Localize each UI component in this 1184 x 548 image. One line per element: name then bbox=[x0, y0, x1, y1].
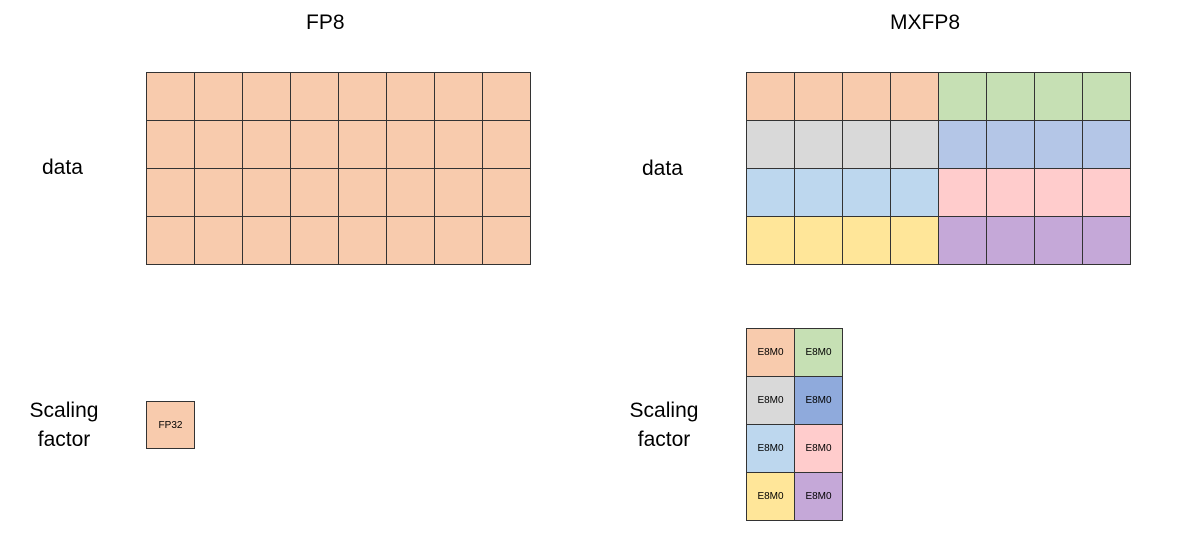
fp8-title: FP8 bbox=[306, 11, 345, 34]
mxfp8-scale-cell: E8M0 bbox=[795, 425, 842, 472]
mxfp8-data-cell bbox=[795, 169, 842, 216]
fp8-data-cell bbox=[195, 169, 242, 216]
mxfp8-scale-cell: E8M0 bbox=[795, 473, 842, 520]
mxfp8-data-cell bbox=[939, 121, 986, 168]
mxfp8-data-cell bbox=[987, 73, 1034, 120]
mxfp8-data-cell bbox=[891, 217, 938, 264]
fp8-data-cell bbox=[483, 217, 530, 264]
mxfp8-data-label: data bbox=[642, 157, 683, 180]
mxfp8-scale-cell: E8M0 bbox=[795, 377, 842, 424]
fp8-data-cell bbox=[339, 169, 386, 216]
mxfp8-data-cell bbox=[939, 73, 986, 120]
fp8-scale-cell: FP32 bbox=[146, 401, 195, 449]
mxfp8-data-cell bbox=[1083, 73, 1130, 120]
mxfp8-data-cell bbox=[939, 217, 986, 264]
fp8-data-cell bbox=[195, 217, 242, 264]
mxfp8-data-cell bbox=[843, 73, 890, 120]
fp8-data-cell bbox=[387, 217, 434, 264]
fp8-scaling-factor-label: Scaling factor bbox=[29, 399, 99, 451]
mxfp8-data-cell bbox=[891, 169, 938, 216]
fp8-data-cell bbox=[435, 73, 482, 120]
fp8-data-cell bbox=[435, 169, 482, 216]
mxfp8-data-cell bbox=[1035, 217, 1082, 264]
mxfp8-scale-cell: E8M0 bbox=[747, 425, 794, 472]
mxfp8-data-cell bbox=[1083, 121, 1130, 168]
fp8-data-cell bbox=[243, 121, 290, 168]
fp8-data-cell bbox=[243, 217, 290, 264]
fp8-data-cell bbox=[387, 121, 434, 168]
mxfp8-data-cell bbox=[987, 121, 1034, 168]
mxfp8-title: MXFP8 bbox=[890, 11, 961, 34]
mxfp8-data-cell bbox=[1035, 121, 1082, 168]
mxfp8-data-cell bbox=[795, 121, 842, 168]
fp8-data-cell bbox=[147, 121, 194, 168]
fp8-data-cell bbox=[339, 73, 386, 120]
mxfp8-data-cell bbox=[987, 169, 1034, 216]
mxfp8-data-cell bbox=[939, 169, 986, 216]
mxfp8-data-cell bbox=[1083, 217, 1130, 264]
fp8-data-cell bbox=[243, 169, 290, 216]
mxfp8-data-cell bbox=[843, 169, 890, 216]
fp8-data-cell bbox=[291, 73, 338, 120]
fp8-data-cell bbox=[195, 121, 242, 168]
fp8-data-cell bbox=[483, 121, 530, 168]
fp8-data-cell bbox=[291, 169, 338, 216]
mxfp8-data-cell bbox=[747, 73, 794, 120]
mxfp8-data-cell bbox=[747, 217, 794, 264]
mxfp8-data-cell bbox=[1083, 169, 1130, 216]
fp8-data-cell bbox=[147, 217, 194, 264]
fp8-data-cell bbox=[147, 73, 194, 120]
fp8-data-cell bbox=[243, 73, 290, 120]
mxfp8-scale-cell: E8M0 bbox=[747, 377, 794, 424]
mxfp8-data-cell bbox=[891, 121, 938, 168]
fp8-data-cell bbox=[339, 121, 386, 168]
fp8-data-cell bbox=[483, 73, 530, 120]
mxfp8-data-cell bbox=[795, 73, 842, 120]
mxfp8-data-cell bbox=[747, 169, 794, 216]
mxfp8-data-grid bbox=[746, 72, 1131, 265]
fp8-data-cell bbox=[387, 73, 434, 120]
mxfp8-data-cell bbox=[747, 121, 794, 168]
fp8-data-cell bbox=[291, 121, 338, 168]
mxfp8-data-cell bbox=[1035, 169, 1082, 216]
fp8-data-grid bbox=[146, 72, 531, 265]
fp8-data-cell bbox=[147, 169, 194, 216]
mxfp8-scale-cell: E8M0 bbox=[747, 329, 794, 376]
fp8-data-cell bbox=[483, 169, 530, 216]
fp8-data-cell bbox=[387, 169, 434, 216]
mxfp8-data-cell bbox=[843, 121, 890, 168]
mxfp8-data-cell bbox=[843, 217, 890, 264]
mxfp8-scale-cell: E8M0 bbox=[747, 473, 794, 520]
fp8-data-cell bbox=[291, 217, 338, 264]
mxfp8-scale-cell: E8M0 bbox=[795, 329, 842, 376]
mxfp8-data-cell bbox=[1035, 73, 1082, 120]
fp8-data-label: data bbox=[42, 156, 83, 179]
mxfp8-scaling-factor-label: Scaling factor bbox=[629, 399, 699, 451]
fp8-data-cell bbox=[195, 73, 242, 120]
mxfp8-data-cell bbox=[987, 217, 1034, 264]
fp8-data-cell bbox=[339, 217, 386, 264]
fp8-data-cell bbox=[435, 121, 482, 168]
mxfp8-data-cell bbox=[795, 217, 842, 264]
mxfp8-data-cell bbox=[891, 73, 938, 120]
fp8-data-cell bbox=[435, 217, 482, 264]
